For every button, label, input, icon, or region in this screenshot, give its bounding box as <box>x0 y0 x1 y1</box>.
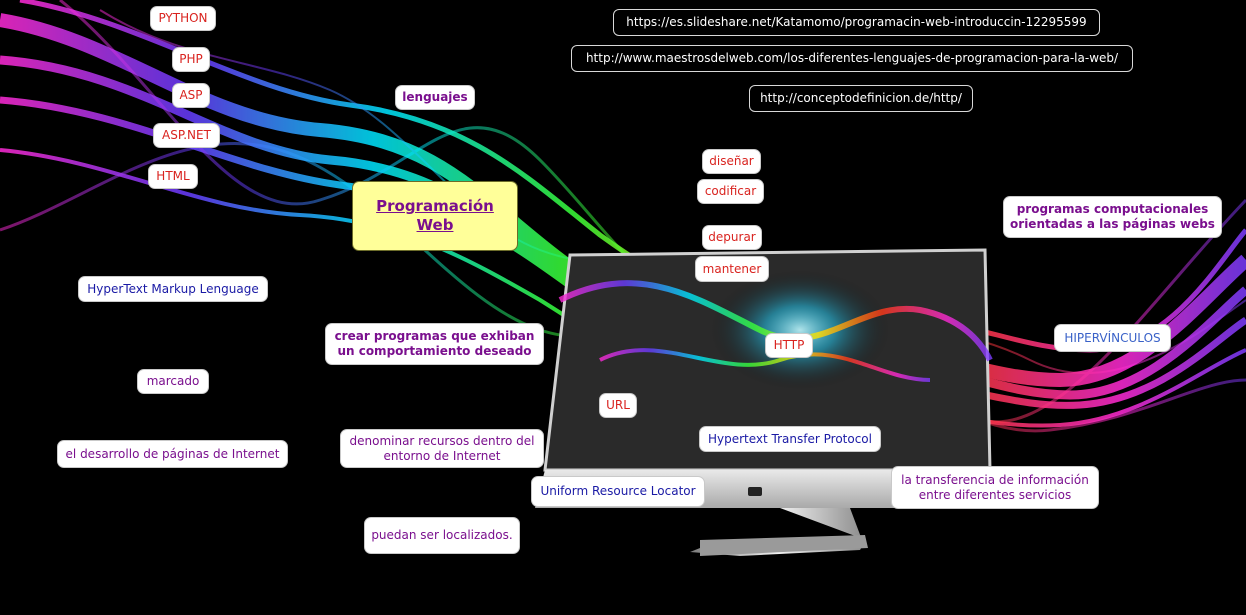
node-hypertext-markup[interactable]: HyperText Markup Lenguage <box>78 276 268 302</box>
node-denominar-recursos[interactable]: denominar recursos dentro del entorno de… <box>340 429 544 468</box>
node-uniform-resource-locator-label: Uniform Resource Locator <box>540 484 695 499</box>
node-puedan-ser-localizados-label: puedan ser localizados. <box>371 528 512 543</box>
node-aspnet[interactable]: ASP.NET <box>153 123 220 148</box>
node-puedan-ser-localizados[interactable]: puedan ser localizados. <box>364 517 520 554</box>
node-marcado-label: marcado <box>147 374 200 389</box>
reference-link-slideshare[interactable]: https://es.slideshare.net/Katamomo/progr… <box>613 9 1100 36</box>
node-depurar[interactable]: depurar <box>702 225 762 250</box>
node-python-label: PYTHON <box>158 11 207 26</box>
node-url[interactable]: URL <box>599 393 637 418</box>
reference-link-conceptodefinicion[interactable]: http://conceptodefinicion.de/http/ <box>749 85 973 112</box>
node-codificar-label: codificar <box>705 184 756 199</box>
node-hypertext-transfer-label: Hypertext Transfer Protocol <box>708 432 872 447</box>
reference-link-maestrosdelweb-text: http://www.maestrosdelweb.com/los-difere… <box>586 51 1118 66</box>
node-crear-programas-label: crear programas que exhiban un comportam… <box>332 329 537 359</box>
node-python[interactable]: PYTHON <box>150 6 216 31</box>
node-programas-computacionales[interactable]: programas computacionales orientadas a l… <box>1003 196 1222 238</box>
node-uniform-resource-locator[interactable]: Uniform Resource Locator <box>531 476 705 507</box>
node-asp[interactable]: ASP <box>172 83 210 108</box>
node-asp-label: ASP <box>179 88 202 103</box>
node-depurar-label: depurar <box>708 230 755 245</box>
node-http[interactable]: HTTP <box>765 333 813 358</box>
node-hypertext-transfer[interactable]: Hypertext Transfer Protocol <box>699 426 881 452</box>
node-hipervinculos[interactable]: HIPERVÍNCULOS <box>1054 324 1171 352</box>
node-url-label: URL <box>606 398 630 413</box>
reference-link-conceptodefinicion-text: http://conceptodefinicion.de/http/ <box>760 91 962 106</box>
node-codificar[interactable]: codificar <box>697 179 764 204</box>
node-transferencia-informacion[interactable]: la transferencia de información entre di… <box>891 466 1099 509</box>
node-aspnet-label: ASP.NET <box>162 128 211 143</box>
node-disenar-label: diseñar <box>709 154 753 169</box>
node-desarrollo-paginas[interactable]: el desarrollo de páginas de Internet <box>57 440 288 468</box>
node-marcado[interactable]: marcado <box>137 369 209 394</box>
reference-link-slideshare-text: https://es.slideshare.net/Katamomo/progr… <box>626 15 1086 30</box>
node-transferencia-informacion-label: la transferencia de información entre di… <box>898 473 1092 503</box>
node-hipervinculos-label: HIPERVÍNCULOS <box>1064 331 1160 346</box>
node-crear-programas[interactable]: crear programas que exhiban un comportam… <box>325 323 544 365</box>
node-lenguajes[interactable]: lenguajes <box>395 85 475 110</box>
node-desarrollo-paginas-label: el desarrollo de páginas de Internet <box>66 447 280 462</box>
node-mantener[interactable]: mantener <box>695 256 769 282</box>
central-topic[interactable]: Programación Web <box>352 181 518 251</box>
node-php[interactable]: PHP <box>172 47 210 72</box>
node-programas-computacionales-label: programas computacionales orientadas a l… <box>1010 202 1215 232</box>
node-mantener-label: mantener <box>703 262 762 277</box>
node-hypertext-markup-label: HyperText Markup Lenguage <box>87 282 258 297</box>
node-html-label: HTML <box>156 169 189 184</box>
reference-link-maestrosdelweb[interactable]: http://www.maestrosdelweb.com/los-difere… <box>571 45 1133 72</box>
node-lenguajes-label: lenguajes <box>402 90 467 105</box>
node-php-label: PHP <box>179 52 203 67</box>
node-html[interactable]: HTML <box>148 164 198 189</box>
node-http-label: HTTP <box>774 338 805 353</box>
node-denominar-recursos-label: denominar recursos dentro del entorno de… <box>347 434 537 464</box>
central-topic-label: Programación Web <box>375 197 495 235</box>
node-disenar[interactable]: diseñar <box>702 149 761 174</box>
